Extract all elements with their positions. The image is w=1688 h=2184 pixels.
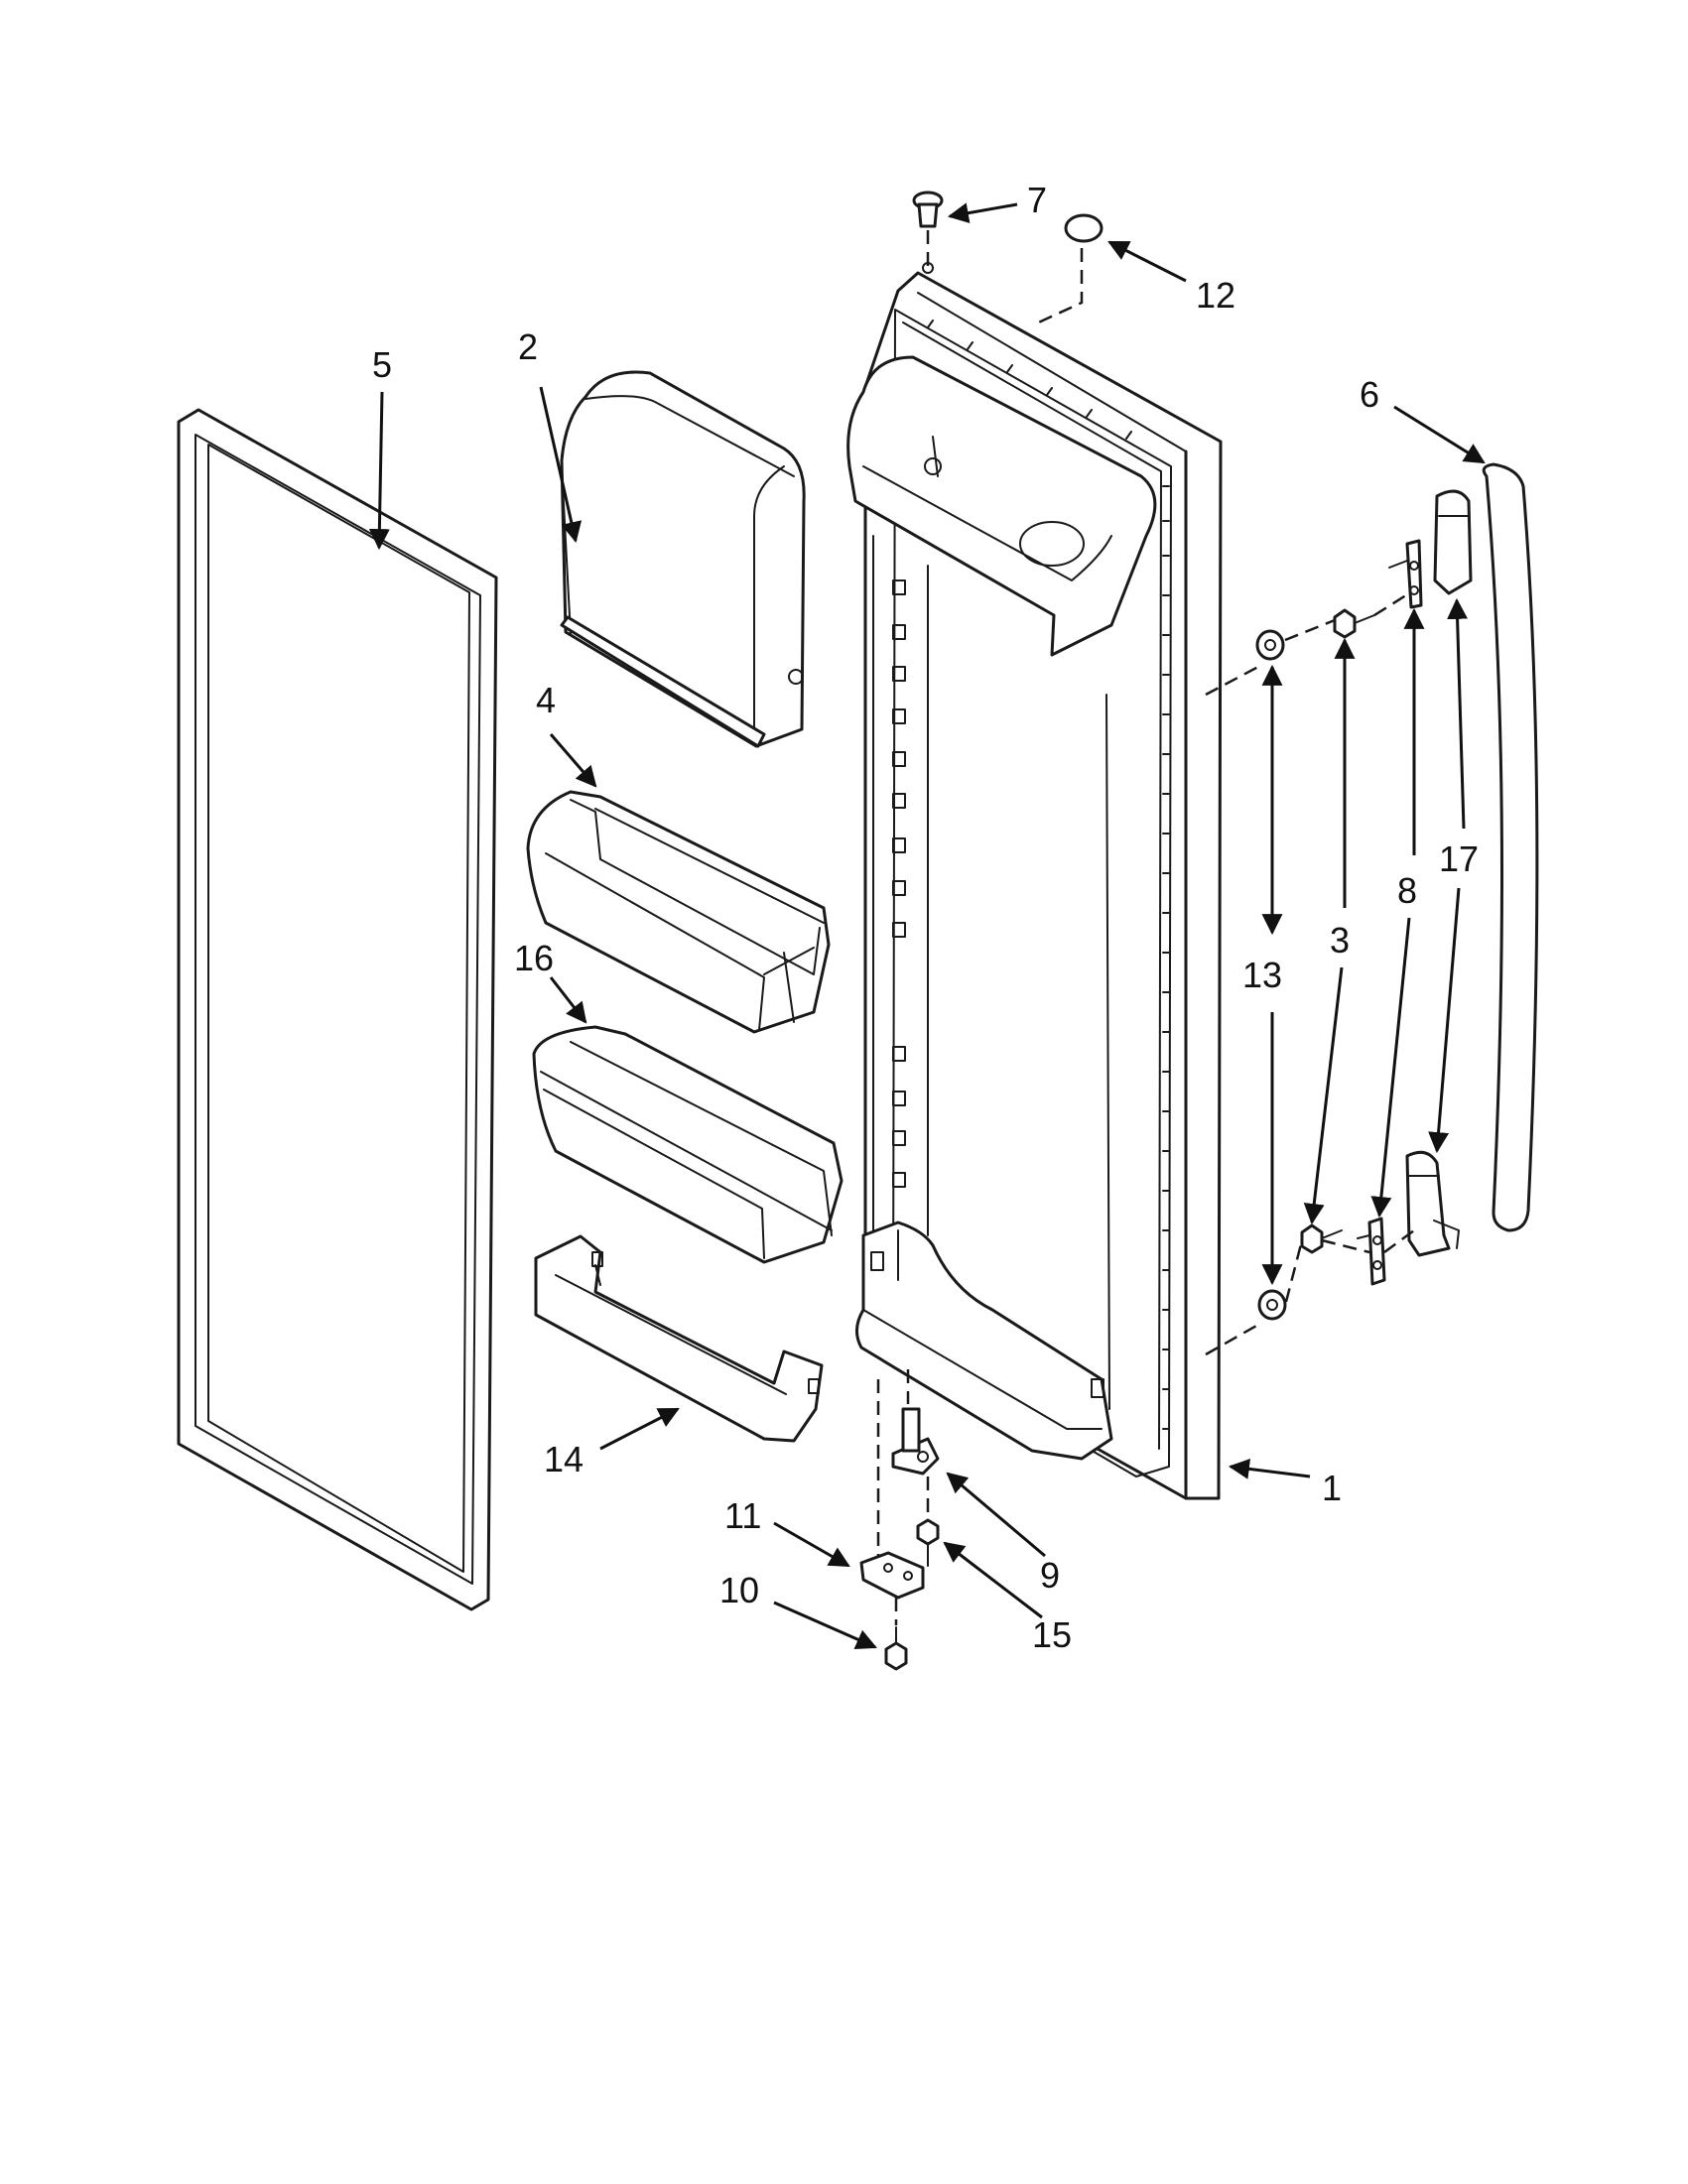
callout-2: 2 [518, 326, 538, 367]
callout-labels: 1 2 3 4 5 6 7 8 9 10 11 12 13 14 15 16 1… [372, 180, 1479, 1655]
handle-stud-upper-part [1255, 629, 1285, 661]
lower-rail-part [534, 1234, 824, 1443]
callout-12: 12 [1196, 275, 1235, 316]
bracket-screw-upper-part [1333, 608, 1375, 639]
door-bin-middle-part [532, 1025, 844, 1264]
top-hinge-pin-part [912, 191, 944, 274]
callout-15: 15 [1032, 1614, 1072, 1655]
callout-3: 3 [1330, 920, 1350, 961]
hole-plug-part [1064, 213, 1104, 243]
door-liner-part [846, 271, 1223, 1500]
hinge-bracket-part [859, 1551, 925, 1600]
handle-stud-lower-part [1257, 1289, 1287, 1321]
bracket-screw-bottom-part [884, 1626, 908, 1671]
callout-13: 13 [1242, 955, 1282, 995]
handle-end-cap-lower-part [1405, 1150, 1460, 1257]
dairy-cover-part [560, 370, 806, 748]
shelf-clip-array [892, 579, 906, 1188]
lower-hinge-part [891, 1407, 940, 1476]
callout-11: 11 [724, 1495, 761, 1536]
callout-10: 10 [719, 1570, 759, 1610]
door-gasket-part [177, 408, 498, 1611]
liner-gasket-serration [927, 320, 1170, 1430]
door-bin-upper-part [526, 790, 831, 1034]
callout-16: 16 [514, 938, 554, 978]
callout-leaders [368, 202, 1486, 1649]
callout-1: 1 [1322, 1468, 1342, 1508]
callout-8: 8 [1397, 870, 1417, 911]
handle-bracket-upper-part [1388, 539, 1423, 609]
callout-17: 17 [1439, 838, 1479, 879]
handle-bracket-lower-part [1357, 1217, 1386, 1286]
callout-14: 14 [544, 1439, 584, 1479]
callout-6: 6 [1360, 374, 1379, 415]
callout-9: 9 [1040, 1555, 1060, 1596]
hinge-screw-part [916, 1518, 940, 1567]
bracket-screw-lower-part [1300, 1223, 1343, 1254]
handle-end-cap-upper-part [1433, 489, 1473, 595]
callout-5: 5 [372, 344, 392, 385]
callout-4: 4 [536, 680, 556, 720]
callout-7: 7 [1027, 180, 1047, 220]
door-handle-part [1482, 462, 1539, 1232]
